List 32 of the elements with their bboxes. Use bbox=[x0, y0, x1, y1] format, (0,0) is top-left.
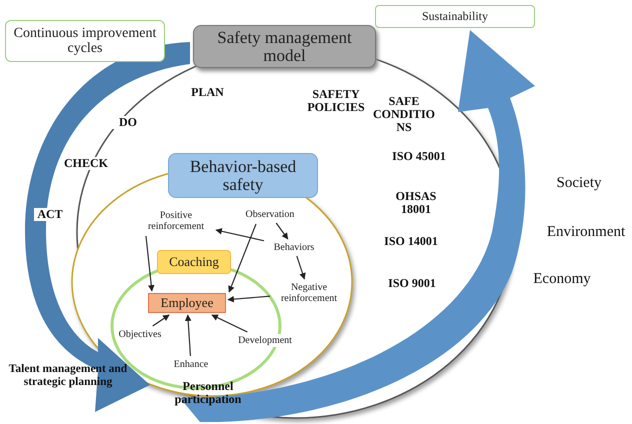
label: ISO 9001 bbox=[387, 277, 437, 290]
side-label: Environment bbox=[546, 224, 626, 240]
arrow bbox=[215, 228, 264, 242]
arrow bbox=[145, 236, 155, 292]
label: OHSAS 18001 bbox=[394, 190, 438, 216]
arrow bbox=[184, 314, 192, 356]
side-label: Society bbox=[556, 175, 602, 192]
node-label: Enhance bbox=[168, 358, 214, 371]
arrow bbox=[227, 296, 270, 302]
label-box: Coaching bbox=[157, 250, 231, 274]
side-label: Economy bbox=[532, 271, 592, 288]
label: ISO 14001 bbox=[383, 235, 439, 248]
arrow bbox=[276, 222, 288, 240]
label: SAFE CONDITIO NS bbox=[372, 95, 436, 135]
title-box: Behavior-based safety bbox=[168, 153, 318, 198]
node-label: Behaviors bbox=[266, 241, 322, 254]
label: SAFETY POLICIES bbox=[306, 88, 366, 114]
arrow bbox=[152, 314, 170, 326]
label: ISO 45001 bbox=[391, 150, 447, 164]
label: CHECK bbox=[62, 157, 110, 170]
title-box: Safety management model bbox=[193, 25, 376, 68]
node-label: Objectives bbox=[112, 328, 168, 341]
label: PLAN bbox=[190, 86, 225, 100]
arrow bbox=[296, 256, 306, 280]
node-label: Observation bbox=[237, 208, 303, 221]
arrow bbox=[228, 224, 257, 293]
arrow bbox=[211, 314, 248, 332]
process-box: Employee bbox=[148, 293, 226, 313]
node-label: Positive reinforcement bbox=[138, 209, 214, 233]
text-box: Sustainability bbox=[375, 5, 535, 28]
text-box: Continuous improvement cycles bbox=[5, 20, 165, 62]
node-label: Negative reinforcement bbox=[272, 281, 346, 305]
